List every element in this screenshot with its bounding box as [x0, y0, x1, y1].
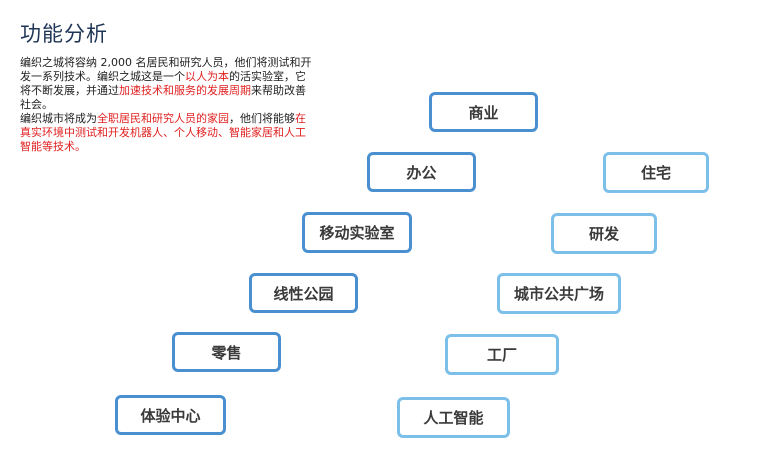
desc-highlight: 全职居民和研究人员的家园 — [97, 112, 229, 125]
node-experience-center: 体验中心 — [115, 395, 226, 435]
desc-text: 来帮助改善社会。 — [20, 84, 306, 111]
node-factory: 工厂 — [445, 334, 559, 375]
description-paragraph-1: 编织之城将容纳 2,000 名居民和研究人员，他们将测试和开发一系列技术。编织之… — [20, 56, 312, 112]
node-city-plaza: 城市公共广场 — [497, 273, 621, 314]
desc-highlight: 以人为本 — [185, 70, 229, 83]
node-commerce: 商业 — [429, 92, 538, 132]
desc-highlight: 加速技术和服务的发展周期 — [119, 84, 251, 97]
node-residential: 住宅 — [603, 152, 709, 193]
desc-text: 编织城市将成为 — [20, 112, 97, 125]
node-mobile-lab: 移动实验室 — [302, 212, 412, 253]
description-paragraph-2: 编织城市将成为全职居民和研究人员的家园，他们将能够在真实环境中测试和开发机器人、… — [20, 112, 312, 154]
desc-highlight: 在真实环境中测试和开发机器人、个人移动、智能家居和人工智能等技术。 — [20, 112, 306, 153]
desc-text: ，他们将能够 — [229, 112, 295, 125]
description-text: 编织之城将容纳 2,000 名居民和研究人员，他们将测试和开发一系列技术。编织之… — [20, 56, 312, 154]
page-title: 功能分析 — [20, 22, 108, 46]
node-linear-park: 线性公园 — [249, 273, 358, 313]
node-research: 研发 — [551, 213, 657, 254]
desc-text: 的活实验室，它将不断发展，并通过 — [20, 70, 306, 97]
node-retail: 零售 — [172, 332, 281, 372]
desc-text: 编织之城将容纳 2,000 名居民和研究人员，他们将测试和开发一系列技术。编织之… — [20, 56, 312, 83]
node-office: 办公 — [367, 152, 476, 192]
node-ai: 人工智能 — [397, 397, 510, 438]
